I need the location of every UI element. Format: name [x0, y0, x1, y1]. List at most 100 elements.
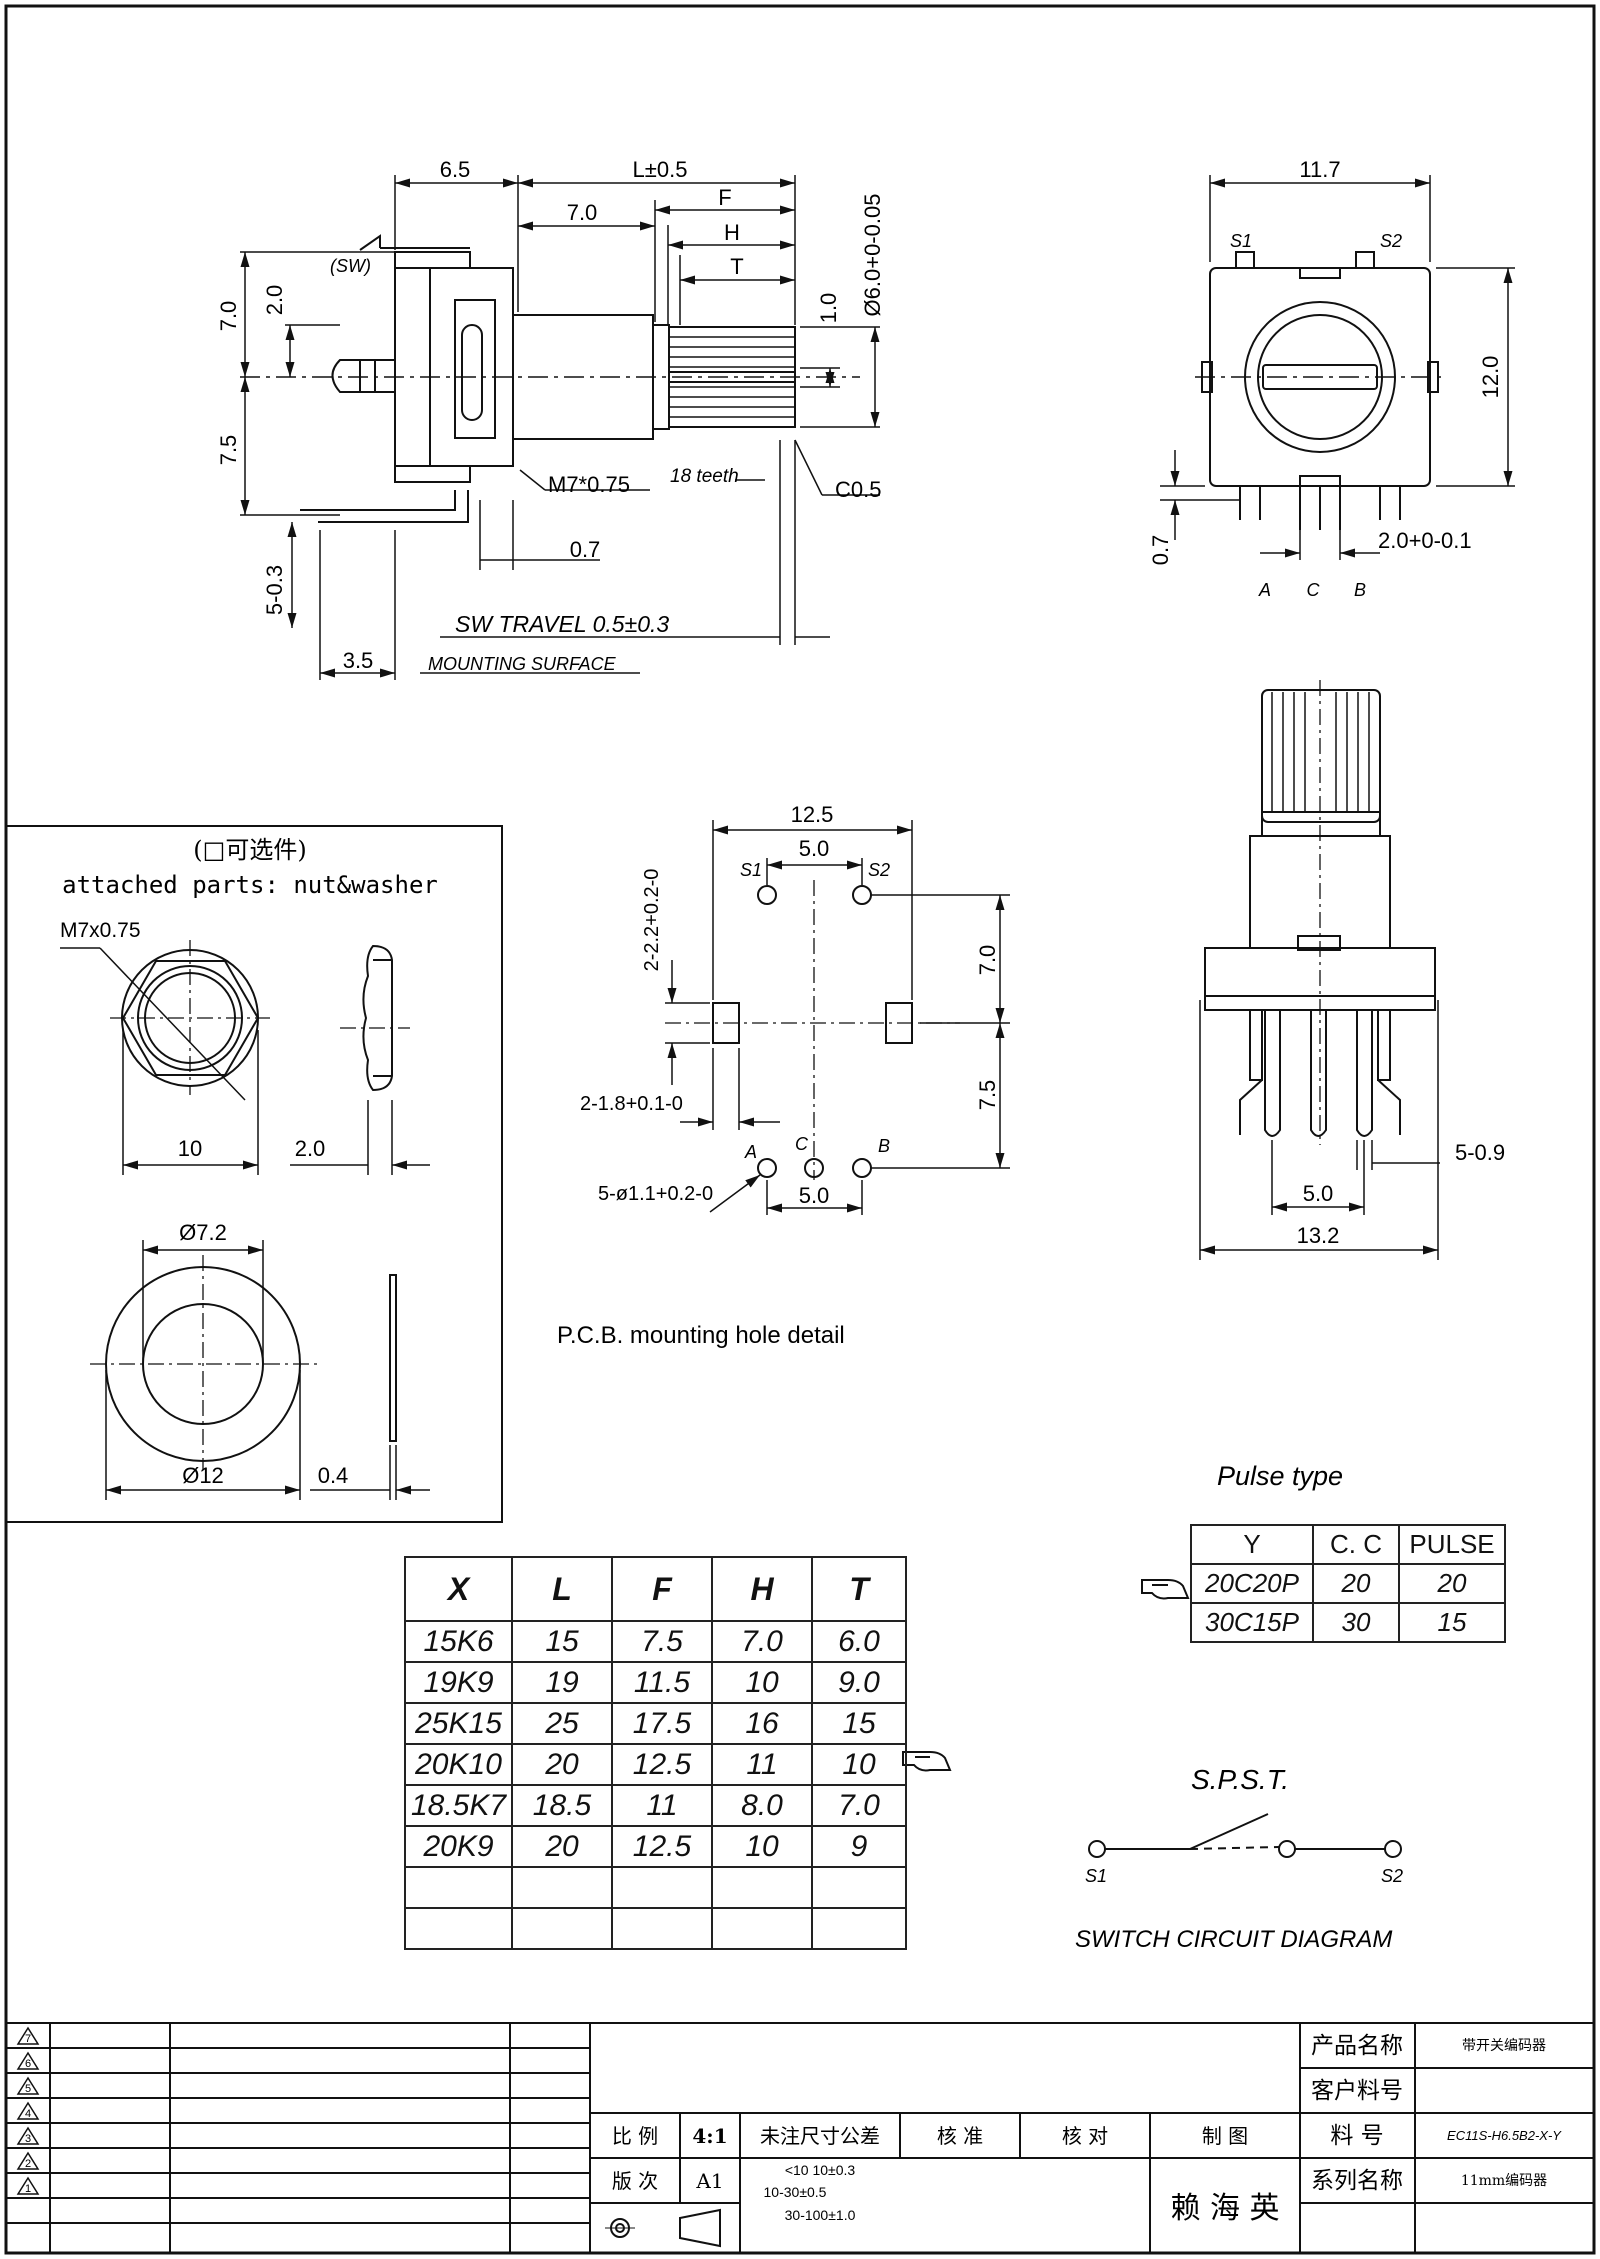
pcb-dim-12-5: 12.5: [791, 802, 834, 827]
pcb-label-s1: S1: [740, 860, 762, 880]
dimension-table-header: X L F H T: [404, 1556, 907, 1622]
cell: 19K9: [404, 1661, 513, 1704]
switch-circuit: [1088, 1813, 1402, 1858]
side-label-teeth: 18 teeth: [670, 466, 739, 487]
title-block: [6, 2022, 1594, 2253]
encoder-dim-5-0-9: 5-0.9: [1455, 1140, 1505, 1165]
tb-draw-label: 制 图: [1202, 2124, 1248, 2148]
cell: 20: [511, 1743, 613, 1786]
encoder-dim-13-2: 13.2: [1297, 1223, 1340, 1248]
cell: 18.5K7: [404, 1784, 513, 1827]
switch-label-s1: S1: [1085, 1866, 1107, 1886]
washer-dim-12: Ø12: [182, 1463, 224, 1488]
nut-dim-2-0: 2.0: [295, 1136, 326, 1161]
side-dim-0-7: 0.7: [570, 537, 601, 562]
side-dim-l: L±0.5: [633, 157, 688, 182]
side-label-sw: (SW): [330, 256, 371, 276]
cell: [404, 1866, 513, 1909]
cell: 17.5: [611, 1702, 713, 1745]
cell: [711, 1907, 813, 1950]
revision-4: 4: [25, 2108, 31, 2120]
washer-dim-0-4: 0.4: [318, 1463, 349, 1488]
col-h: H: [711, 1556, 813, 1622]
tb-series: 11mm编码器: [1461, 2173, 1547, 2189]
cell: [404, 1907, 513, 1950]
tb-series-label: 系列名称: [1311, 2168, 1403, 2194]
revision-6: 6: [25, 2058, 31, 2070]
cell: 20C20P: [1190, 1563, 1314, 1604]
cell: 11: [611, 1784, 713, 1827]
front-label-s2: S2: [1380, 231, 1402, 251]
front-pin-c: C: [1307, 580, 1321, 600]
tb-product-name-label: 产品名称: [1311, 2033, 1403, 2059]
side-label-mount: MOUNTING SURFACE: [428, 654, 617, 674]
table-row: [404, 1907, 907, 1950]
cell: 9: [811, 1825, 907, 1868]
cell: 9.0: [811, 1661, 907, 1704]
pcb-dim-7-0: 7.0: [975, 945, 1000, 976]
cell: 8.0: [711, 1784, 813, 1827]
table-row: [404, 1866, 907, 1909]
side-dim-5-0-3-vert: 5-0.3: [262, 565, 287, 615]
cell: [611, 1907, 713, 1950]
cell: [811, 1907, 907, 1950]
cell: 15: [811, 1702, 907, 1745]
washer-drawing: [90, 1255, 397, 1470]
revision-triangles: [16, 2026, 40, 2195]
side-label-travel: SW TRAVEL 0.5±0.3: [455, 611, 669, 637]
pulse-title: Pulse type: [1217, 1461, 1343, 1491]
revision-7: 7: [25, 2033, 31, 2045]
nut-dim-m7: M7x0.75: [60, 919, 141, 942]
cell: 7.0: [811, 1784, 907, 1827]
side-dim-7-0: 7.0: [567, 200, 598, 225]
side-dim-7-5-vert: 7.5: [216, 435, 241, 466]
revision-5: 5: [25, 2083, 31, 2095]
cell: 18.5: [511, 1784, 613, 1827]
pcb-label-b: B: [878, 1136, 890, 1156]
switch-caption: SWITCH CIRCUIT DIAGRAM: [1075, 1926, 1392, 1953]
encoder-dim-5-0: 5.0: [1303, 1181, 1334, 1206]
cell: [511, 1866, 613, 1909]
pulse-table-header: Y C. C PULSE: [1190, 1524, 1506, 1565]
front-label-s1: S1: [1230, 231, 1252, 251]
pcb-label-a: A: [744, 1142, 757, 1162]
tb-version: A1: [695, 2169, 723, 2193]
side-view: [240, 234, 860, 523]
attached-title-cn: (□可选件): [193, 836, 306, 864]
side-label-c05: C0.5: [835, 477, 881, 502]
cell: 20K9: [404, 1825, 513, 1868]
cell: [611, 1866, 713, 1909]
cell: 20: [1398, 1563, 1506, 1604]
nut-dim-10: 10: [178, 1136, 202, 1161]
washer-dim-7-2: Ø7.2: [179, 1220, 227, 1245]
pointing-hand-icon: [902, 1751, 952, 1772]
cell: 16: [711, 1702, 813, 1745]
tb-customer-no-label: 客户料号: [1311, 2078, 1403, 2104]
switch-label-s2: S2: [1381, 1866, 1403, 1886]
pcb-label-c: C: [795, 1134, 809, 1154]
cell: 15K6: [404, 1620, 513, 1663]
cell: 25: [511, 1702, 613, 1745]
side-dim-3-5: 3.5: [343, 648, 374, 673]
cell: 20K10: [404, 1743, 513, 1786]
front-pin-b: B: [1354, 580, 1366, 600]
tb-scale-label: 比 例: [612, 2124, 658, 2148]
front-pin-a: A: [1258, 580, 1271, 600]
pcb-dim-5-0-top: 5.0: [799, 836, 830, 861]
col-l: L: [511, 1556, 613, 1622]
col-t: T: [811, 1556, 907, 1622]
tb-tol-3: 30-100±1.0: [785, 2207, 856, 2223]
cell: 10: [711, 1661, 813, 1704]
cell: 6.0: [811, 1620, 907, 1663]
pcb-dim-2-2: 2-2.2+0.2-0: [641, 869, 663, 972]
pcb-label-s2: S2: [868, 860, 890, 880]
cell: 7.5: [611, 1620, 713, 1663]
